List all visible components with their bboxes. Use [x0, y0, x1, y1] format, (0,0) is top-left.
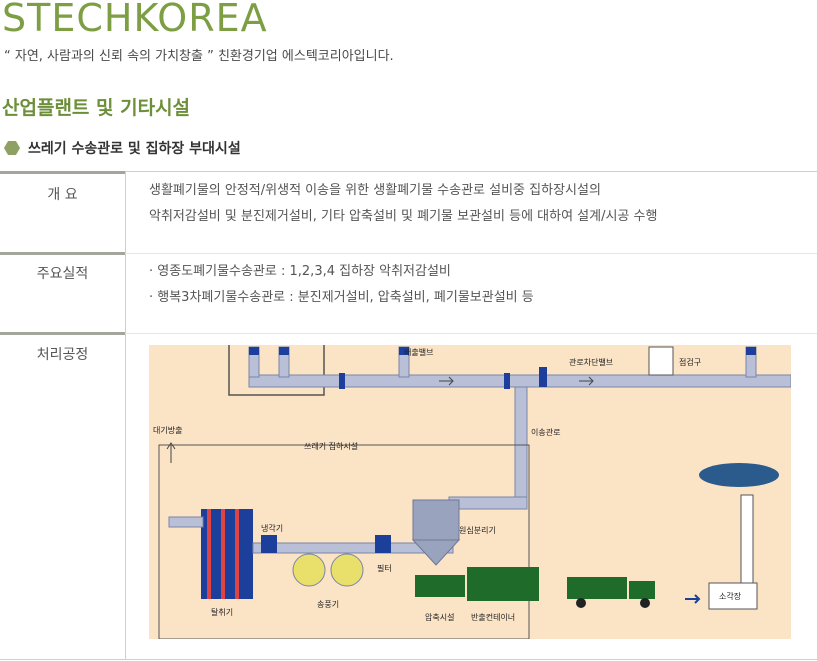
compactor-unit [415, 575, 465, 597]
shutoff-valve-icon [539, 367, 547, 387]
flow-arrow-icon [579, 376, 594, 386]
main-pipe [248, 374, 791, 388]
container-unit [467, 567, 539, 601]
tagline: “ 자연, 사람과의 신뢰 속의 가치창출 ” 친환경기업 에스텍코리아입니다. [4, 49, 394, 64]
overview-line: 생활폐기물의 안정적/위생적 이송을 위한 생활폐기물 수송관로 설비중 집하장… [149, 183, 601, 198]
label-incinerator: 소각장 [719, 591, 742, 601]
transfer-pipe [448, 496, 528, 510]
info-table: 개 요 생활폐기물의 안정적/위생적 이송을 위한 생활폐기물 수송관로 설비중… [0, 171, 817, 661]
exhaust-arrow-icon [166, 442, 176, 463]
table-top-border [0, 171, 817, 172]
truck-wheel [576, 598, 586, 608]
blower-fan-icon [292, 553, 326, 587]
label-blower: 송풍기 [317, 600, 339, 609]
filter-unit [375, 535, 391, 553]
discharge-valve-icon [279, 347, 289, 355]
incinerator-chimney [740, 494, 754, 584]
process-pipe [252, 542, 454, 554]
table-bottom-border [0, 659, 817, 660]
transport-arrow-icon [685, 594, 701, 604]
hexagon-bullet-icon [4, 141, 20, 155]
deodorizer-stripe [221, 509, 225, 599]
sub-title-text: 쓰레기 수송관로 및 집하장 부대시설 [28, 141, 241, 157]
row-divider [125, 253, 817, 254]
overview-line: 악취저감설비 및 분진제거설비, 기타 압축설비 및 폐기물 보관설비 등에 대… [149, 209, 658, 224]
deodorizer-stripe [235, 509, 239, 599]
label-exhaust: 대기방출 [153, 425, 182, 435]
building-outline [228, 345, 325, 396]
row-header-bar [0, 332, 125, 335]
row-divider [125, 333, 817, 334]
section-title: 산업플랜트 및 기타시설 [2, 97, 191, 119]
achievement-item: · 영종도폐기물수송관로 : 1,2,3,4 집하장 악취저감설비 [149, 264, 451, 279]
collection-facility-border [158, 444, 530, 639]
label-discharge-valve: 배출밸브 [404, 347, 433, 357]
cyclone-separator [412, 499, 460, 541]
achievements-label: 주요실적 [36, 266, 89, 282]
exhaust-pipe [168, 516, 204, 528]
overview-content: 생활폐기물의 안정적/위생적 이송을 위한 생활폐기물 수송관로 설비중 집하장… [149, 178, 657, 230]
table-column-divider [125, 171, 126, 660]
overview-label: 개 요 [47, 187, 78, 203]
label-collection-facility: 쓰레기 집하시설 [304, 441, 358, 451]
label-cooler: 냉각기 [261, 523, 283, 533]
discharge-valve-icon [399, 347, 409, 355]
pipe-flange-icon [339, 373, 345, 389]
incinerator-building [708, 582, 758, 610]
label-compactor: 압축시설 [425, 612, 454, 622]
discharge-valve-icon [746, 347, 756, 355]
cooler-unit [261, 535, 277, 553]
inspection-port-box [648, 346, 674, 376]
blower-fan-icon [330, 553, 364, 587]
truck-cab [629, 581, 655, 599]
process-label: 처리공정 [36, 347, 89, 363]
label-deodorizer: 탈취기 [211, 607, 233, 617]
transfer-pipe [514, 386, 528, 510]
process-diagram: 배출밸브 관로차단밸브 점검구 이송관로 쓰레기 집하시설 대기방출 탈취기 냉… [149, 345, 791, 639]
achievement-item: · 행복3차폐기물수송관로 : 분진제거설비, 압축설비, 폐기물보관설비 등 [149, 290, 534, 305]
sub-title: 쓰레기 수송관로 및 집하장 부대시설 [4, 138, 241, 158]
label-inspection-port: 점검구 [679, 357, 701, 367]
deodorizer-stripe [207, 509, 211, 599]
row-header-bar [0, 171, 125, 174]
truck-bed [567, 577, 627, 599]
flow-arrow-icon [439, 376, 454, 386]
discharge-valve-icon [249, 347, 259, 355]
smoke-cloud [699, 463, 779, 487]
achievements-content: · 영종도폐기물수송관로 : 1,2,3,4 집하장 악취저감설비 · 행복3차… [149, 259, 534, 311]
label-shutoff-valve: 관로차단밸브 [569, 357, 613, 367]
row-header-bar [0, 252, 125, 255]
brand-logo: STECHKOREA [2, 0, 268, 40]
cyclone-cone [411, 539, 461, 566]
truck-wheel [640, 598, 650, 608]
label-cyclone: 원심분리기 [459, 525, 496, 535]
label-transfer-line: 이송관로 [531, 427, 560, 437]
label-container: 반출컨테이너 [471, 612, 515, 622]
pipe-flange-icon [504, 373, 510, 389]
label-filter: 필터 [377, 563, 392, 573]
